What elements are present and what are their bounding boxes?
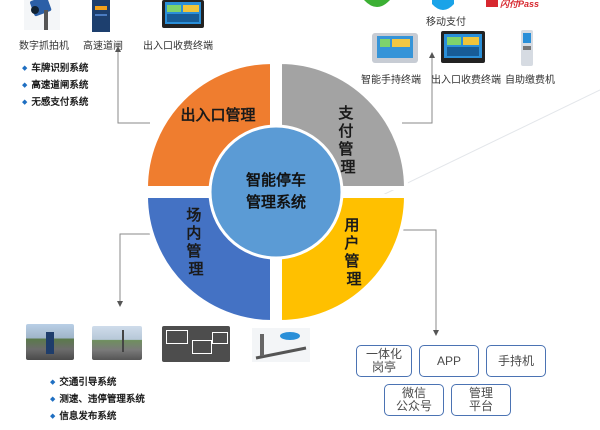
quadrant-label-entrance: 出入口管理	[180, 106, 255, 124]
channel-box-platform: 管理 平台	[451, 384, 511, 416]
list-item: 交通引导系统	[50, 375, 145, 392]
user-char-3: 管	[344, 252, 359, 270]
handheld-terminal-icon	[372, 33, 418, 63]
user-char-2: 户	[344, 234, 359, 252]
quickpass-label: 闪付Pass	[500, 0, 540, 9]
photo-traffic-detect	[162, 326, 230, 362]
list-item: 信息发布系统	[50, 409, 145, 426]
photo-road-monitor	[92, 326, 142, 360]
kiosk-icon	[521, 30, 533, 66]
list-item: 无感支付系统	[22, 95, 88, 112]
terminal-caption-handheld: 智能手持终端	[361, 75, 421, 86]
camera-icon	[24, 0, 60, 30]
list-item: 测速、违停管理系统	[50, 392, 145, 409]
user-char-1: 用	[344, 217, 359, 234]
list-item: 高速道闸系统	[22, 78, 88, 95]
terminal-caption-toll: 出入口收费终端	[431, 75, 501, 86]
center-circle	[208, 124, 344, 260]
payment-caption-mobile: 移动支付	[426, 17, 466, 28]
channel-box-handheld: 手持机	[486, 345, 546, 377]
device-caption-terminal: 出入口收费终端	[143, 41, 213, 52]
payment-char-2: 付	[338, 122, 353, 140]
channel-box-wechat: 微信 公众号	[384, 384, 444, 416]
center-title-line2: 管理系统	[246, 193, 306, 211]
device-caption-gate: 高速道闸	[83, 41, 123, 52]
user-char-4: 理	[346, 271, 361, 288]
payment-char-3: 管	[338, 140, 353, 158]
connector-arrowheads	[115, 46, 439, 336]
quadrant-label-field: 场 内 管 理	[186, 207, 205, 278]
field-char-3: 管	[186, 242, 201, 260]
mobile-pay-icon	[432, 0, 454, 10]
field-char-4: 理	[188, 261, 203, 278]
field-char-2: 内	[186, 224, 201, 242]
photo-info-display	[252, 328, 310, 362]
payment-char-1: 支	[337, 104, 354, 122]
connector-lines	[117, 52, 437, 330]
toll-terminal-icon	[441, 31, 485, 63]
photo-road-guidance	[26, 324, 74, 360]
terminal-caption-kiosk: 自助缴费机	[505, 75, 555, 86]
wechat-icon	[364, 0, 390, 7]
payment-char-4: 理	[340, 159, 355, 176]
device-caption-camera: 数字抓拍机	[19, 41, 69, 52]
top-left-system-list: 车牌识别系统 高速道闸系统 无感支付系统	[22, 61, 88, 112]
channel-box-app: APP	[419, 345, 479, 377]
field-char-1: 场	[186, 207, 201, 224]
list-item: 车牌识别系统	[22, 61, 88, 78]
quickpass-icon: 闪付Pass	[486, 0, 546, 9]
bottom-system-list: 交通引导系统 测速、违停管理系统 信息发布系统	[50, 375, 145, 426]
quadrant-label-payment: 支 付 管 理	[337, 104, 357, 176]
quadrant-label-user: 用 户 管 理	[344, 217, 363, 288]
toll-terminal-icon	[162, 0, 204, 28]
channel-box-kiosk: 一体化 岗亭	[356, 345, 412, 377]
center-title-line1: 智能停车	[246, 171, 306, 189]
top-left-device-images	[0, 0, 230, 50]
barrier-gate-icon	[92, 0, 110, 32]
